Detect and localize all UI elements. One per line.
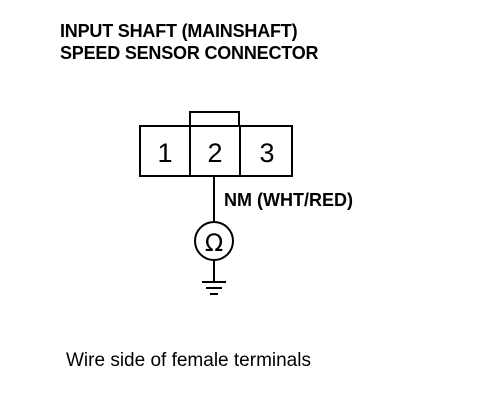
title-line-1: INPUT SHAFT (MAINSHAFT) (60, 21, 298, 41)
wire-label: NM (WHT/RED) (224, 190, 353, 210)
diagram-caption: Wire side of female terminals (66, 350, 311, 371)
title-line-2: SPEED SENSOR CONNECTOR (60, 43, 319, 63)
connector-housing (139, 125, 293, 177)
terminal-numbers: 1 2 3 (157, 138, 274, 168)
ohm-symbol: Ω (205, 229, 223, 257)
ohmmeter-icon: Ω (194, 221, 234, 261)
diagram-title: INPUT SHAFT (MAINSHAFT) SPEED SENSOR CON… (60, 20, 319, 64)
ground-symbol-icon (202, 281, 226, 295)
connector-body (139, 111, 293, 177)
terminal-2: 2 (207, 138, 222, 168)
terminal-3: 3 (259, 138, 274, 168)
terminal-1: 1 (157, 138, 172, 168)
connector-lock-tab (189, 111, 240, 128)
